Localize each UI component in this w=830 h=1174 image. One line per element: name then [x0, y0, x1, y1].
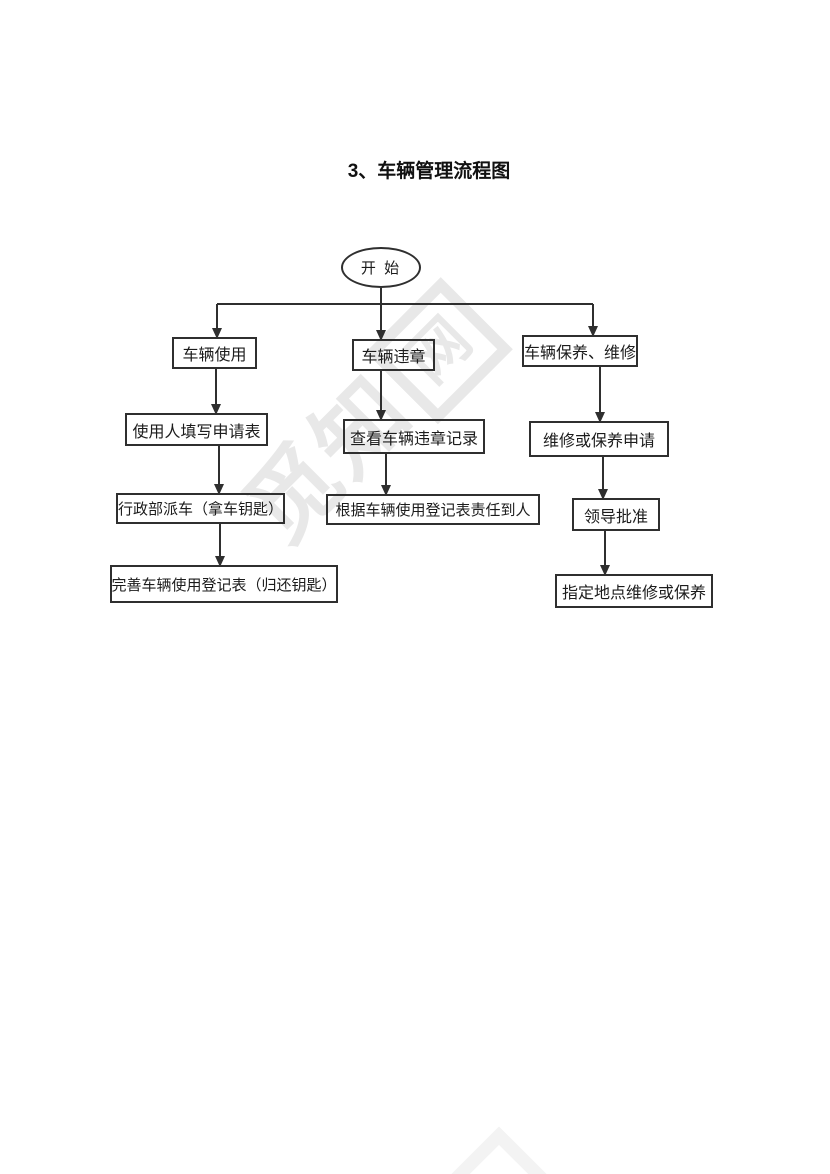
connector-use-step3 [215, 524, 225, 567]
flow-box-check-violation-records: 查看车辆违章记录 [343, 419, 485, 454]
flow-box-complete-registration: 完善车辆使用登记表（归还钥匙） [110, 565, 338, 603]
flow-box-vehicle-maintenance: 车辆保养、维修 [522, 335, 638, 367]
connector-violation-step2 [381, 454, 391, 496]
connector-branch-to-use [212, 304, 222, 339]
flow-box-leader-approval: 领导批准 [572, 498, 660, 531]
connector-start-to-violation [376, 288, 386, 341]
watermark-text: 觅知 [227, 358, 432, 563]
flow-box-vehicle-use: 车辆使用 [172, 337, 257, 369]
connector-maintenance-step3 [600, 531, 610, 576]
flow-box-designated-location: 指定地点维修或保养 [555, 574, 713, 608]
connector-use-step1 [211, 369, 221, 415]
flow-box-fill-application: 使用人填写申请表 [125, 413, 268, 446]
connector-maintenance-step2 [598, 457, 608, 500]
flow-box-admin-dispatch: 行政部派车（拿车钥匙） [116, 493, 285, 524]
page-title: 3、车辆管理流程图 [347, 161, 511, 182]
flow-box-maintenance-application: 维修或保养申请 [529, 421, 669, 457]
watermark-bottom-diamond-icon: 网 [384, 1126, 614, 1174]
connector-violation-step1 [376, 371, 386, 421]
connector-use-step2 [214, 446, 224, 495]
connector-maintenance-step1 [595, 367, 605, 423]
flow-start-node: 开 始 [341, 247, 421, 288]
connector-branch-to-maintenance [588, 304, 598, 337]
connector-branch-bar [217, 303, 593, 305]
flow-box-vehicle-violation: 车辆违章 [352, 339, 435, 371]
flow-box-assign-responsibility: 根据车辆使用登记表责任到人 [326, 494, 540, 525]
